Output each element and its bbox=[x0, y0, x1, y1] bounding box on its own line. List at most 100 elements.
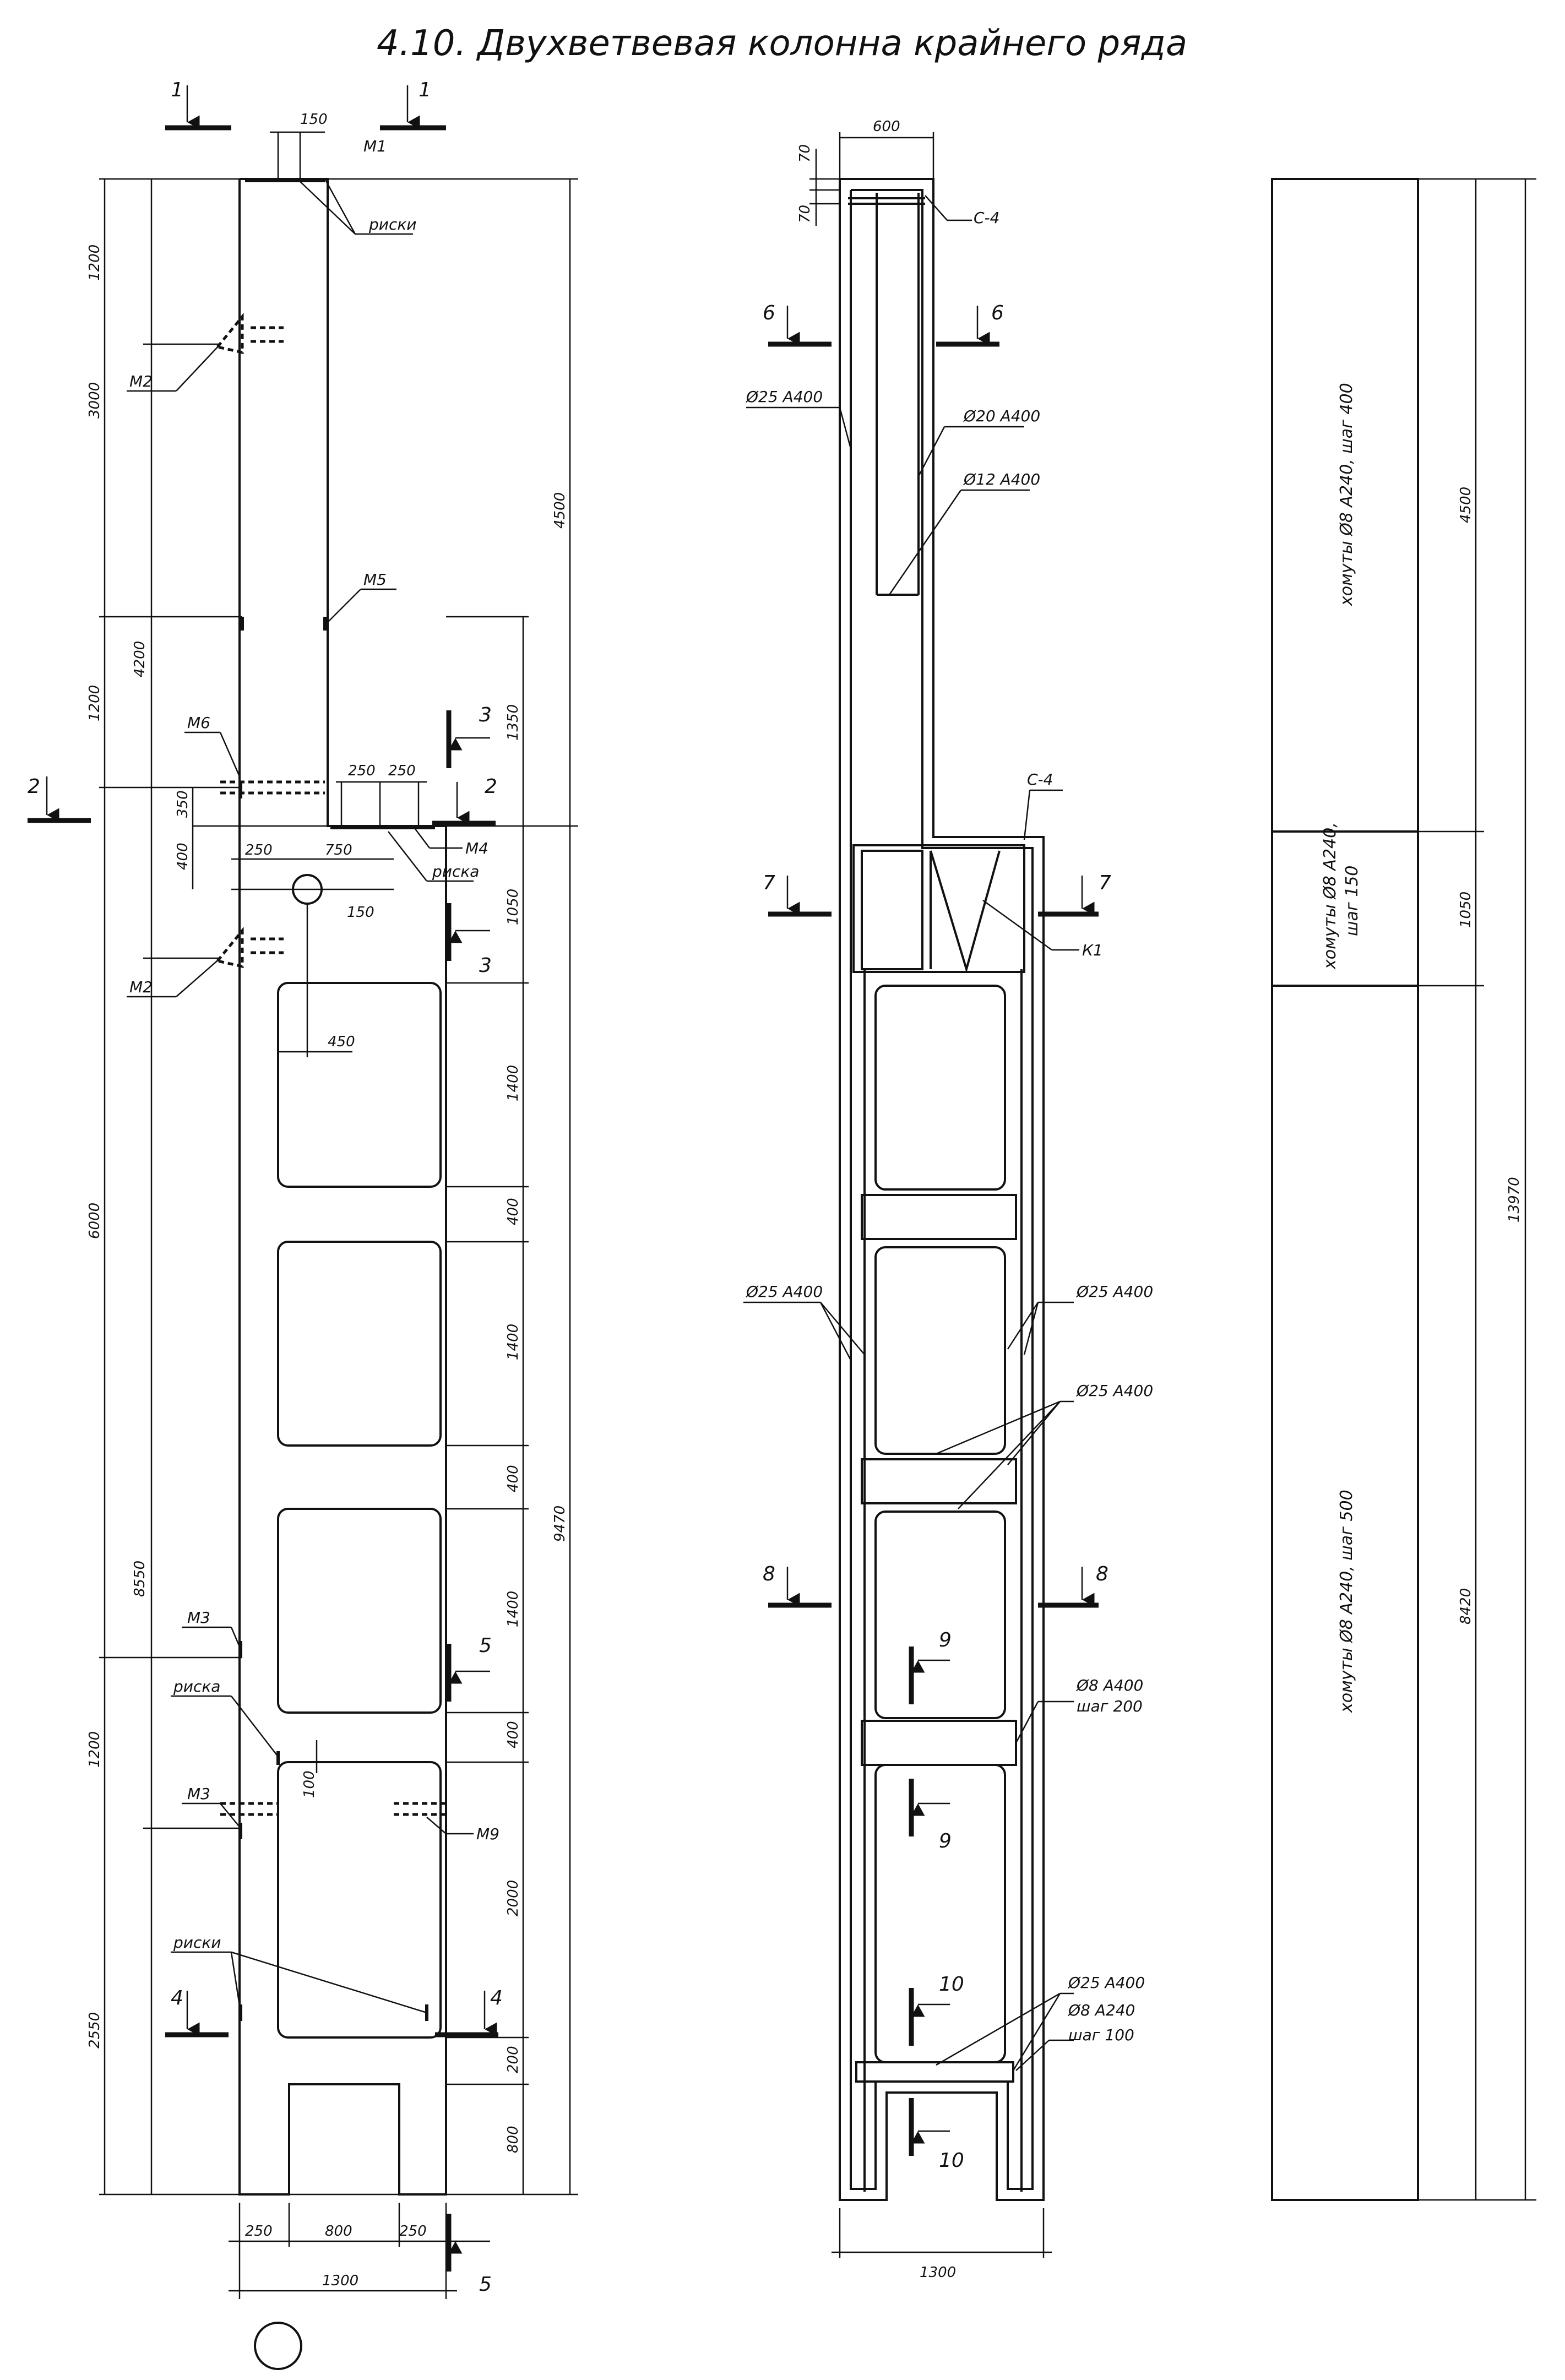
dim-4500-right: 4500 bbox=[1458, 487, 1474, 523]
section-4-left: 4 bbox=[171, 1987, 183, 2009]
part-m5: M5 bbox=[363, 570, 387, 589]
dim-8550: 8550 bbox=[132, 1561, 148, 1597]
dim-1350: 1350 bbox=[505, 704, 521, 741]
dim-400: 400 bbox=[175, 843, 191, 870]
dim-1400-a: 1400 bbox=[505, 1065, 521, 1101]
dim-250-b: 250 bbox=[388, 763, 416, 779]
m2-plates bbox=[215, 312, 446, 1816]
label-k1: К1 bbox=[1082, 941, 1103, 959]
part-m6: M6 bbox=[187, 714, 210, 732]
page-title: 4.10. Двухветвевая колонна крайнего ряда bbox=[377, 23, 1187, 64]
dim-13970: 13970 bbox=[1506, 1177, 1523, 1222]
label-c4-top: С-4 bbox=[974, 209, 999, 227]
label-bar-25-left: Ø25 А400 bbox=[746, 1283, 823, 1301]
dim-8420: 8420 bbox=[1458, 1588, 1474, 1624]
part-m9: M9 bbox=[476, 1825, 499, 1843]
label-bar-25-right: Ø25 А400 bbox=[1076, 1283, 1153, 1301]
dim-400-b: 400 bbox=[505, 1465, 521, 1492]
zone-2-text-line2: шаг 150 bbox=[1343, 866, 1362, 936]
left-view-outline bbox=[238, 178, 447, 2370]
dim-2550: 2550 bbox=[86, 2012, 103, 2048]
dim-1050-left: 1050 bbox=[505, 889, 521, 925]
dim-1200-a: 1200 bbox=[86, 244, 103, 281]
dim-6000: 6000 bbox=[86, 1203, 103, 1239]
label-step-200: шаг 200 bbox=[1077, 1697, 1143, 1715]
right-dimension-lines bbox=[1418, 178, 1536, 2201]
section-4-right: 4 bbox=[490, 1987, 503, 2009]
section-marks-left bbox=[28, 125, 498, 2272]
section-7-right: 7 bbox=[1099, 872, 1111, 894]
dim-250-a: 250 bbox=[348, 763, 376, 779]
note-riska-low: риска bbox=[173, 1677, 220, 1696]
dim-2000: 2000 bbox=[505, 1880, 521, 1916]
section-8-right: 8 bbox=[1096, 1563, 1108, 1585]
dim-3000: 3000 bbox=[86, 382, 103, 419]
middle-leaders bbox=[743, 195, 1079, 2071]
dim-1400-c: 1400 bbox=[505, 1591, 521, 1627]
part-m3-top: M3 bbox=[187, 1609, 210, 1627]
dim-800-v: 800 bbox=[505, 2126, 521, 2153]
dim-1400-b: 1400 bbox=[505, 1324, 521, 1360]
section-3-bottom: 3 bbox=[479, 954, 492, 977]
dim-1050-right: 1050 bbox=[1458, 892, 1474, 928]
note-riski-top: риски bbox=[368, 215, 416, 233]
section-5-top: 5 bbox=[479, 1634, 492, 1657]
dim-150-top: 150 bbox=[300, 111, 328, 128]
dim-400-a: 400 bbox=[505, 1198, 521, 1225]
dim-250-br: 250 bbox=[399, 2223, 427, 2240]
dim-100: 100 bbox=[301, 1770, 318, 1798]
part-m2-top: M2 bbox=[129, 372, 153, 390]
section-1-right: 1 bbox=[419, 79, 431, 101]
label-step-100: шаг 100 bbox=[1068, 2026, 1134, 2044]
label-bar-8-a400: Ø8 А400 bbox=[1076, 1676, 1143, 1694]
right-view-outline bbox=[1271, 178, 1419, 2201]
label-bar-12: Ø12 А400 bbox=[963, 470, 1040, 488]
section-7-left: 7 bbox=[763, 872, 775, 894]
dim-400-c: 400 bbox=[505, 1721, 521, 1748]
label-c4-mid: С-4 bbox=[1027, 770, 1053, 789]
dim-70-a: 70 bbox=[797, 144, 813, 162]
section-3-top: 3 bbox=[479, 704, 492, 726]
dim-1200-c: 1200 bbox=[86, 1731, 103, 1768]
zone-2-text-line1: хомуты Ø8 А240, bbox=[1321, 822, 1340, 970]
dim-750: 750 bbox=[325, 842, 352, 858]
section-10-top: 10 bbox=[939, 1973, 964, 1996]
label-bar-25-right2: Ø25 А400 bbox=[1076, 1382, 1153, 1400]
dim-1300-middle: 1300 bbox=[920, 2264, 956, 2281]
label-bar-25-bottom: Ø25 А400 bbox=[1068, 1974, 1145, 1992]
section-1-left: 1 bbox=[171, 79, 183, 101]
section-6-left: 6 bbox=[763, 302, 775, 324]
left-dimension-lines bbox=[99, 131, 578, 2299]
section-9-top: 9 bbox=[939, 1629, 952, 1651]
dim-600: 600 bbox=[873, 118, 900, 135]
dim-250-bl: 250 bbox=[245, 2223, 273, 2240]
part-m3-bottom: M3 bbox=[187, 1785, 210, 1803]
section-6-right: 6 bbox=[991, 302, 1004, 324]
section-arrows-middle bbox=[786, 306, 1095, 2144]
dim-70-b: 70 bbox=[797, 205, 813, 223]
section-5-bottom: 5 bbox=[479, 2273, 492, 2296]
dim-800-b: 800 bbox=[325, 2223, 352, 2240]
label-bar-20: Ø20 А400 bbox=[963, 407, 1040, 425]
middle-dimension-lines bbox=[809, 132, 1052, 2258]
dim-1300-left: 1300 bbox=[322, 2273, 358, 2289]
left-leaders bbox=[127, 178, 474, 2014]
section-9-bottom: 9 bbox=[939, 1830, 952, 1852]
part-m4: M4 bbox=[465, 839, 488, 857]
dim-450: 450 bbox=[328, 1034, 355, 1050]
dim-4200: 4200 bbox=[132, 641, 148, 677]
dim-9470: 9470 bbox=[552, 1506, 568, 1542]
label-bar-8-a240: Ø8 А240 bbox=[1068, 2001, 1135, 2019]
dim-350: 350 bbox=[175, 790, 191, 818]
section-2-left: 2 bbox=[28, 775, 40, 798]
part-m2-bottom: M2 bbox=[129, 978, 153, 996]
section-2-right: 2 bbox=[485, 775, 497, 798]
label-bar-25-top: Ø25 А400 bbox=[746, 388, 823, 406]
dim-250-c: 250 bbox=[245, 842, 273, 858]
dim-200: 200 bbox=[505, 2046, 521, 2073]
section-arrows-left bbox=[46, 85, 497, 2254]
zone-1-text: хомуты Ø8 А240, шаг 400 bbox=[1337, 383, 1356, 606]
dim-1200-b: 1200 bbox=[86, 685, 103, 721]
note-riska-mid: риска bbox=[432, 862, 479, 881]
